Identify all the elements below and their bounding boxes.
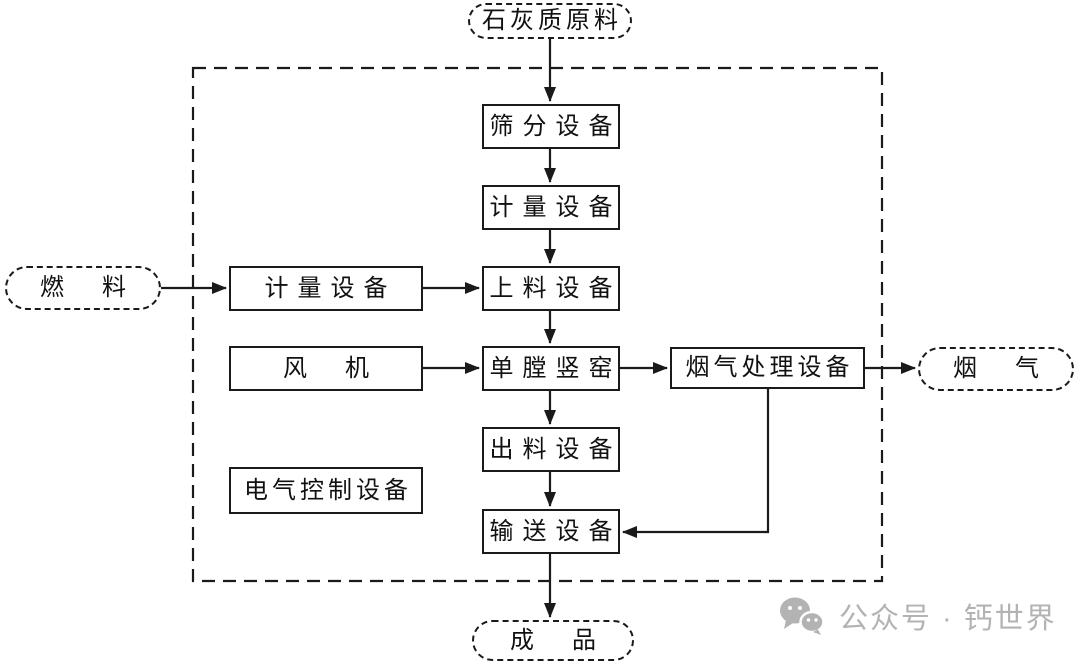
node-flue-gas-treatment-equipment: 烟气处理设备 <box>670 347 865 389</box>
system-boundary <box>191 66 884 583</box>
node-flue-gas: 烟 气 <box>918 347 1074 391</box>
watermark-text: 公众号 · 钙世界 <box>839 603 1057 635</box>
node-feeding-equipment: 上料设备 <box>482 266 620 311</box>
node-discharging-equipment: 出料设备 <box>482 427 620 472</box>
node-finished-product: 成 品 <box>472 620 634 661</box>
node-single-chamber-shaft-kiln: 单膛竖窑 <box>482 346 620 391</box>
node-metering-equipment-left: 计量设备 <box>229 266 423 311</box>
node-fan: 风 机 <box>229 346 423 391</box>
node-metering-equipment-top: 计量设备 <box>482 185 620 230</box>
node-conveying-equipment: 输送设备 <box>482 509 620 554</box>
node-electrical-control-equipment: 电气控制设备 <box>229 467 423 514</box>
node-limestone-raw: 石灰质原料 <box>468 3 632 39</box>
node-screening-equipment: 筛分设备 <box>482 104 620 149</box>
watermark: 公众号 · 钙世界 <box>779 595 1057 637</box>
node-fuel: 燃 料 <box>5 266 161 310</box>
wechat-icon <box>779 596 825 636</box>
